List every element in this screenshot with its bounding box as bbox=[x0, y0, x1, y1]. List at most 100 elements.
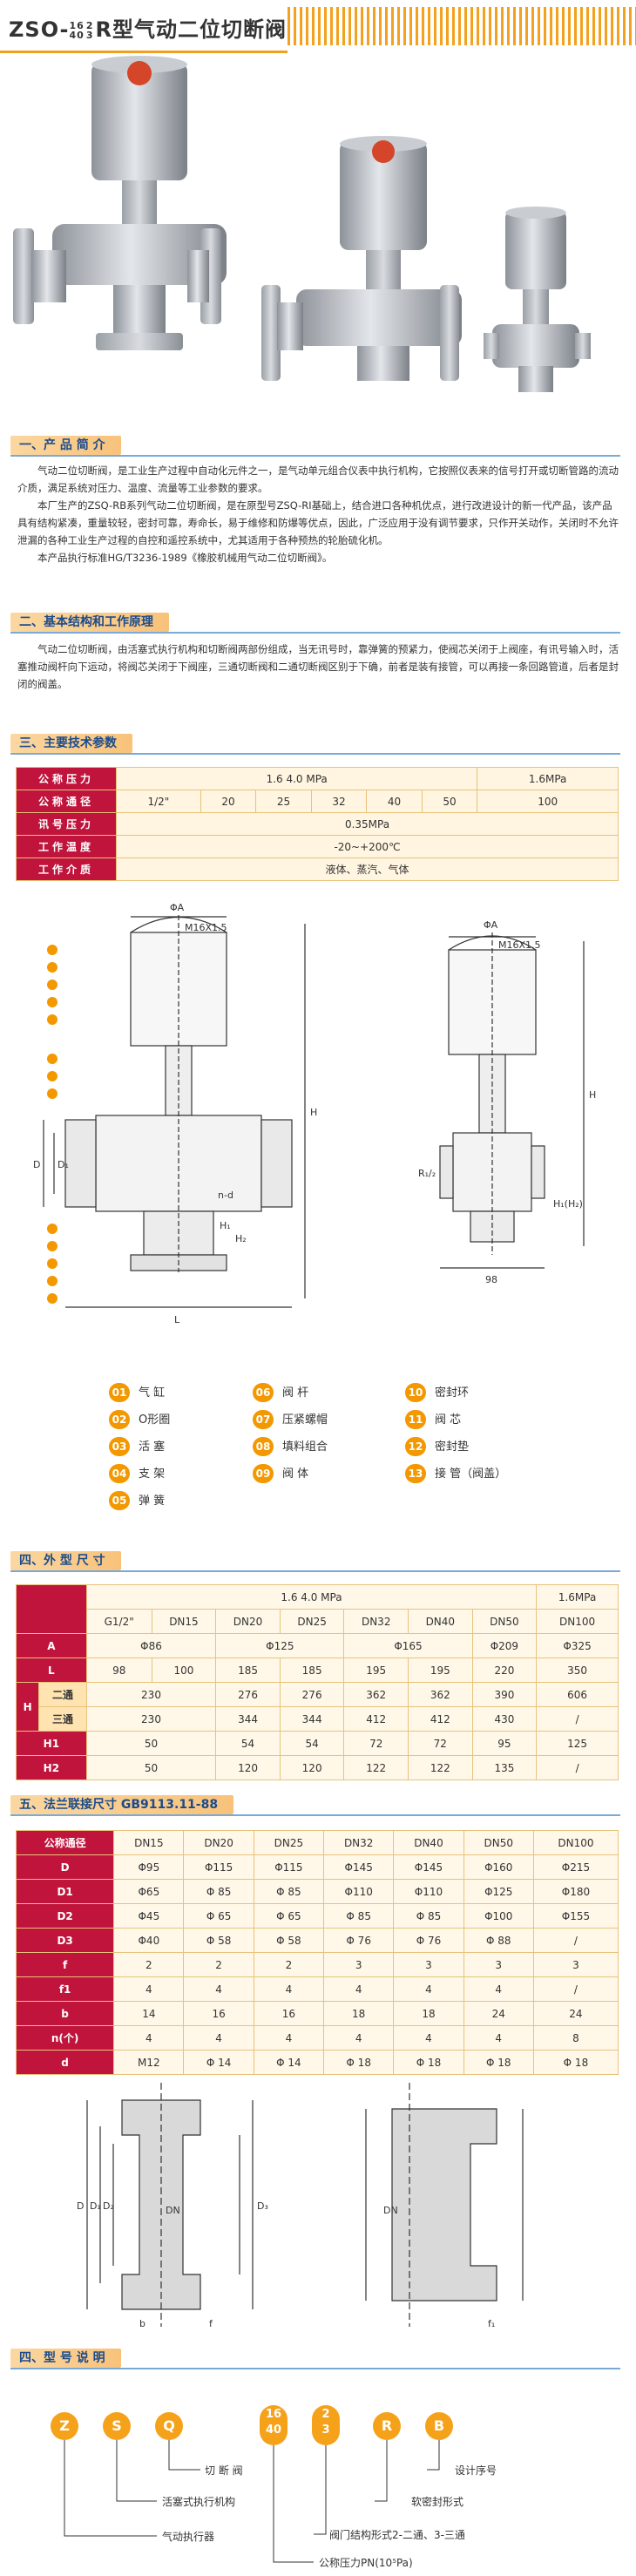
flange-label-b: b bbox=[139, 2318, 145, 2329]
dim-label-nd: n-d bbox=[218, 1190, 233, 1201]
model-label-q: 切 断 阀 bbox=[205, 2464, 243, 2477]
dim-label-thread: M16X1.5 bbox=[185, 922, 227, 933]
flange-label-f1: f₁ bbox=[488, 2318, 495, 2329]
table-row: H1 50 54 54 72 72 95 125 bbox=[16, 1731, 619, 1756]
table-row: G1/2" DN15 DN20 DN25 DN32 DN40 DN50 DN10… bbox=[17, 1609, 619, 1634]
dimension-table: 1.6 4.0 MPa 1.6MPa G1/2" DN15 DN20 DN25 … bbox=[15, 1584, 619, 1780]
intro-text: 气动二位切断阀，是工业生产过程中自动化元件之一，是气动单元组合仪表中执行机构，它… bbox=[17, 462, 619, 566]
model-code-S: S bbox=[103, 2412, 131, 2440]
valve-photo-2 bbox=[261, 136, 462, 381]
table-row: 公称压力 1.6 4.0 MPa 1.6MPa bbox=[16, 767, 619, 790]
section-header-spec: 三、主要技术参数 bbox=[10, 734, 620, 755]
flange-label-DN: DN bbox=[166, 2205, 180, 2216]
intro-paragraph: 本产品执行标准HG/T3236-1989《橡胶机械用气动二位切断阀》。 bbox=[37, 552, 333, 564]
intro-paragraph: 本厂生产的ZSQ-RB系列气动二位切断阀，是在原型号ZSQ-RI基础上，结合进口… bbox=[17, 499, 619, 546]
table-row: L 98 100 185 185 195 195 220 350 bbox=[16, 1657, 619, 1683]
flange-label-D3: D₃ bbox=[257, 2200, 268, 2212]
valve-photo-1 bbox=[13, 56, 227, 350]
section-header-flange: 五、法兰联接尺寸 GB9113.11-88 bbox=[10, 1795, 620, 1816]
flange-diagram: D D₁ D₂ DN D₃ f b DN f₁ bbox=[77, 2083, 524, 2329]
flange-label-f: f bbox=[209, 2318, 213, 2329]
table-row: 讯号压力 0.35MPa bbox=[16, 812, 619, 836]
dim-label-H2: H₂ bbox=[235, 1233, 247, 1244]
dim-label-98: 98 bbox=[485, 1274, 497, 1285]
dim-label-phiA: ΦA bbox=[170, 902, 185, 913]
table-row: H2 50 120 120 122 122 135 / bbox=[16, 1755, 619, 1780]
section-header-intro: 一、产 品 简 介 bbox=[10, 436, 620, 457]
model-label-s: 活塞式执行机构 bbox=[162, 2496, 236, 2508]
model-connector-lines bbox=[64, 2440, 440, 2563]
section-title: 一、产 品 简 介 bbox=[10, 436, 121, 455]
section-title: 五、法兰联接尺寸 GB9113.11-88 bbox=[10, 1795, 234, 1814]
table-row: 公称通径 1/2" 20 25 32 40 50 100 bbox=[16, 790, 619, 813]
dim-label-Rc: R₁/₂ bbox=[418, 1168, 436, 1179]
section-header-dimensions: 四、外 型 尺 寸 bbox=[10, 1551, 620, 1572]
valve-photo-3 bbox=[484, 207, 591, 392]
dim-label-phiA-right: ΦA bbox=[484, 919, 498, 931]
table-row: 工作介质 液体、蒸汽、气体 bbox=[16, 858, 619, 881]
dim-label-thread-right: M16X1.5 bbox=[498, 939, 541, 951]
flange-label-DN-right: DN bbox=[383, 2205, 398, 2216]
product-photos bbox=[13, 56, 591, 392]
model-code-R: R bbox=[373, 2412, 401, 2440]
principle-text: 气动二位切断阀，由活塞式执行机构和切断阀两部份组成，当无讯号时，靠弹簧的预紧力，… bbox=[17, 641, 619, 693]
title-stripe bbox=[288, 7, 636, 45]
flange-table: 公称通径 DN15 DN20 DN25 DN32 DN40 DN50 DN100… bbox=[15, 1830, 619, 2075]
intro-paragraph: 气动二位切断阀，是工业生产过程中自动化元件之一，是气动单元组合仪表中执行机构，它… bbox=[17, 464, 619, 494]
flange-label-D1: D₁ bbox=[90, 2200, 101, 2212]
section-title: 四、型 号 说 明 bbox=[10, 2349, 121, 2368]
section-header-model: 四、型 号 说 明 bbox=[10, 2349, 620, 2369]
section-title: 三、主要技术参数 bbox=[10, 734, 132, 753]
dim-label-H-right: H bbox=[589, 1089, 596, 1101]
callout-markers bbox=[47, 945, 58, 1304]
table-row: A Φ86 Φ125 Φ165 Φ209 Φ325 bbox=[16, 1633, 619, 1658]
flange-label-D: D bbox=[77, 2200, 84, 2212]
section-header-principle: 二、基本结构和工作原理 bbox=[10, 613, 620, 634]
model-label-dn: 阀门结构形式2-二通、3-三通 bbox=[329, 2529, 465, 2541]
dim-label-D1: D₁ bbox=[58, 1159, 69, 1170]
model-code-B: B bbox=[425, 2412, 453, 2440]
dim-label-D: D bbox=[33, 1159, 40, 1170]
section-title: 四、外 型 尺 寸 bbox=[10, 1551, 121, 1570]
flange-label-D2: D₂ bbox=[103, 2200, 114, 2212]
model-code-Q: Q bbox=[155, 2412, 183, 2440]
structure-diagram: ΦA M16X1.5 H H₁ H₂ D D₁ L n-d ΦA M16X1.5… bbox=[33, 902, 596, 1325]
table-row: 1.6 4.0 MPa 1.6MPa bbox=[16, 1584, 619, 1634]
principle-paragraph: 气动二位切断阀，由活塞式执行机构和切断阀两部份组成，当无讯号时，靠弹簧的预紧力，… bbox=[17, 643, 619, 690]
spec-table: 公称压力 1.6 4.0 MPa 1.6MPa 公称通径 1/2" 20 25 … bbox=[16, 767, 619, 881]
table-row: H 二通 230 276 276 362 362 390 606 bbox=[15, 1682, 619, 1732]
dim-label-H1: H₁ bbox=[220, 1220, 231, 1231]
table-row: 公称通径 DN15 DN20 DN25 DN32 DN40 DN50 DN100 bbox=[15, 1830, 619, 1855]
section-title: 二、基本结构和工作原理 bbox=[10, 613, 169, 632]
model-label-pn: 公称压力PN(10⁵Pa) bbox=[319, 2557, 413, 2569]
dim-label-H: H bbox=[310, 1107, 317, 1118]
